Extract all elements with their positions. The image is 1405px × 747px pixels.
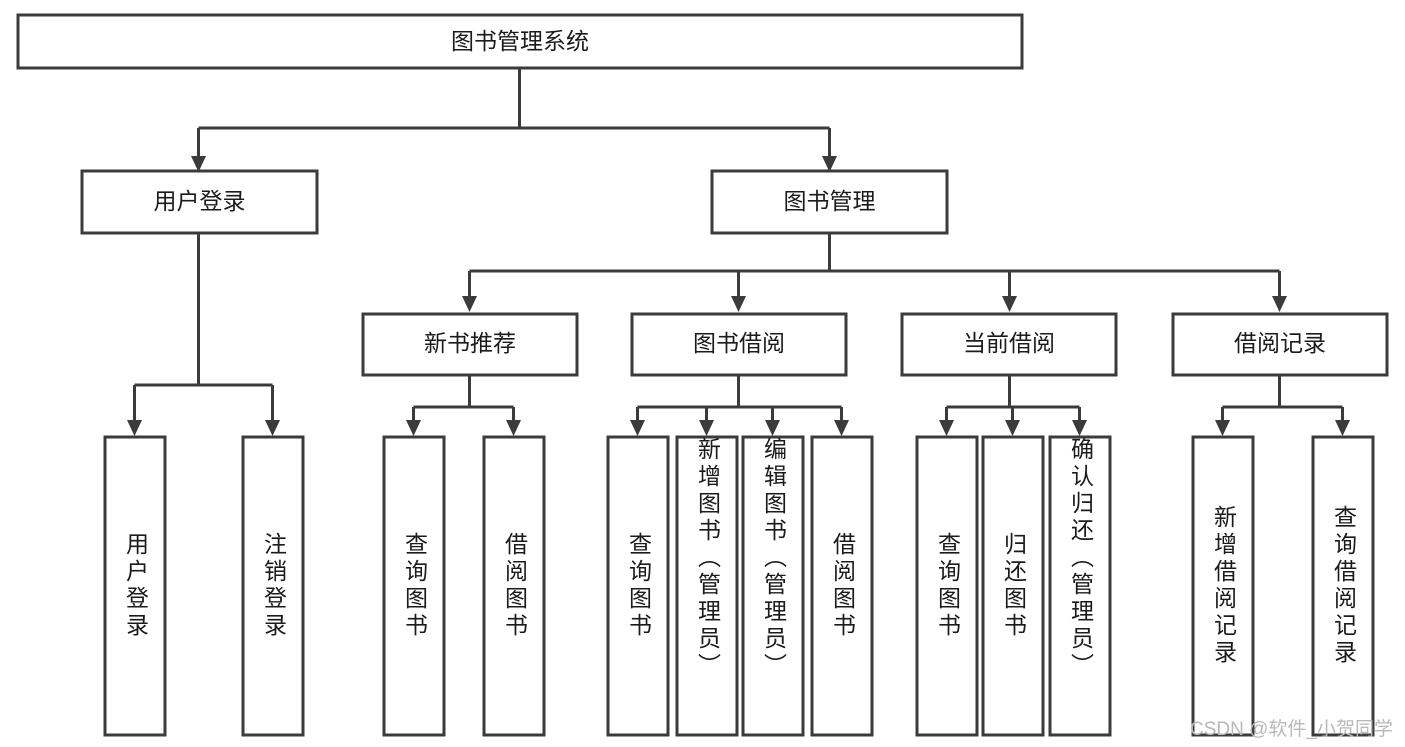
leaf-boxes <box>103 435 1375 737</box>
leaf-box-logout[interactable] <box>241 435 305 737</box>
node-user-login-label: 用户登录 <box>154 188 246 214</box>
leaf-box-return-book[interactable] <box>981 435 1045 737</box>
node-book-management[interactable]: 图书管理 <box>710 169 949 235</box>
node-user-login[interactable]: 用户登录 <box>80 169 319 235</box>
node-current-borrow-label: 当前借阅 <box>963 330 1055 356</box>
watermark-text: CSDN @软件_小贺同学 <box>1190 719 1393 740</box>
leaf-box-user-login[interactable] <box>103 435 167 737</box>
leaf-box-query-book-cb[interactable] <box>915 435 979 737</box>
node-new-book-recommend[interactable]: 新书推荐 <box>361 312 579 377</box>
leaf-box-query-record[interactable] <box>1311 435 1375 737</box>
node-root-label: 图书管理系统 <box>451 28 589 54</box>
node-current-borrow[interactable]: 当前借阅 <box>900 312 1118 377</box>
node-root[interactable]: 图书管理系统 <box>16 13 1024 70</box>
leaf-box-query-book-bb[interactable] <box>606 435 670 737</box>
connector-borrowrecord-to-leaves <box>1215 375 1350 436</box>
connector-currentborrow-to-leaves <box>939 375 1087 436</box>
connector-bookmgmt-to-level3 <box>462 233 1287 312</box>
leaf-box-borrow-book-nb[interactable] <box>482 435 546 737</box>
node-book-borrow[interactable]: 图书借阅 <box>630 312 848 377</box>
leaf-box-add-book[interactable] <box>675 435 739 737</box>
leaf-box-add-record[interactable] <box>1191 435 1255 737</box>
node-book-management-label: 图书管理 <box>784 188 876 214</box>
node-borrow-record-label: 借阅记录 <box>1234 330 1326 356</box>
leaf-box-query-book-nb[interactable] <box>382 435 446 737</box>
leaf-box-confirm-return[interactable] <box>1048 435 1112 737</box>
leaf-box-edit-book[interactable] <box>741 435 805 737</box>
connector-userlogin-to-leaves <box>127 233 280 436</box>
node-borrow-record[interactable]: 借阅记录 <box>1171 312 1389 377</box>
connector-bookborrow-to-leaves <box>630 375 849 436</box>
node-book-borrow-label: 图书借阅 <box>693 330 785 356</box>
connector-newbook-to-leaves <box>406 375 521 436</box>
leaf-box-borrow-book-bb[interactable] <box>810 435 874 737</box>
connector-root-to-level2 <box>191 68 837 172</box>
node-new-book-recommend-label: 新书推荐 <box>424 330 516 356</box>
